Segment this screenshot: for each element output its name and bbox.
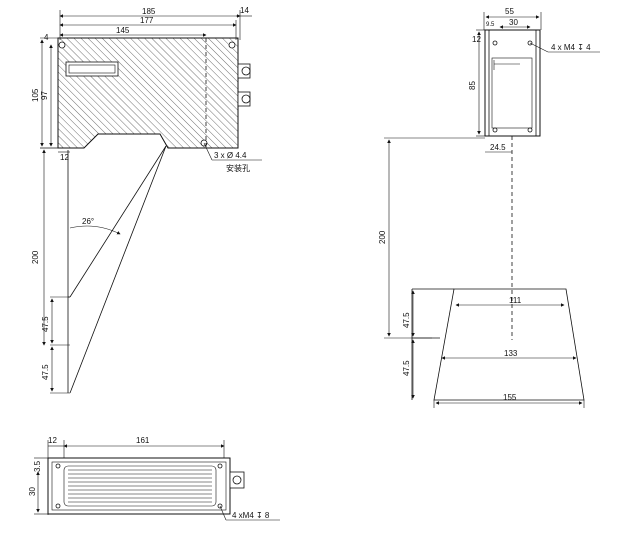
front-dim-w155: 155 <box>503 393 517 402</box>
front-dim-w133: 133 <box>504 349 518 358</box>
bottom-view: 12 161 30 3.5 4 xM <box>28 436 280 521</box>
front-dim-inner: 30 <box>509 18 518 27</box>
front-dim-field-a: 47.5 <box>402 312 411 328</box>
thread-hole-icon <box>492 40 498 46</box>
hole-callout: 3 x Ø 4.4 <box>214 151 247 160</box>
thread-hole-icon <box>492 127 498 133</box>
front-dim-top: 12 <box>472 35 481 44</box>
front-view: 55 30 9.5 12 4 x M4 ↧ 4 85 24.5 200 <box>378 7 600 408</box>
front-dim-small: 9.5 <box>486 22 495 28</box>
front-dim-width: 55 <box>505 7 514 16</box>
front-dim-range: 200 <box>378 230 387 244</box>
thread-hole-icon <box>527 40 533 46</box>
dim-window-width: 145 <box>116 26 130 35</box>
bottom-hole-icon <box>217 503 223 509</box>
detection-field <box>433 288 585 401</box>
mount-hole-icon <box>228 41 236 49</box>
side-view: 185 177 145 14 105 97 4 <box>31 6 262 394</box>
bottom-dim-length: 161 <box>136 436 150 445</box>
front-dim-field-b: 47.5 <box>402 360 411 376</box>
dim-total-width: 185 <box>142 7 156 16</box>
display-window <box>65 61 119 77</box>
dim-field-b: 47.5 <box>41 364 50 380</box>
dim-body-width: 177 <box>140 16 154 25</box>
dim-bottom-offset: 12 <box>60 153 69 162</box>
connector-icon <box>237 91 251 107</box>
connector-icon <box>237 63 251 79</box>
front-dim-w111: 111 <box>509 296 522 305</box>
angle-label: 26° <box>82 217 94 226</box>
bottom-dim-left: 12 <box>48 436 57 445</box>
bottom-dim-small: 3.5 <box>33 460 42 472</box>
bottom-dim-height: 30 <box>28 487 37 496</box>
front-dim-center: 24.5 <box>490 143 506 152</box>
housing-body <box>57 37 239 149</box>
hole-label: 安装孔 <box>226 163 250 173</box>
dim-right-offset: 14 <box>240 6 249 15</box>
bottom-hole-icon <box>55 463 61 469</box>
bottom-thread-callout: 4 xM4 ↧ 8 <box>232 511 270 520</box>
front-housing <box>484 29 541 137</box>
dim-range: 200 <box>31 250 40 264</box>
bottom-hole-icon <box>55 503 61 509</box>
thread-hole-icon <box>527 127 533 133</box>
front-thread-callout: 4 x M4 ↧ 4 <box>551 43 591 52</box>
cooling-fins <box>68 469 212 503</box>
mount-hole-icon <box>58 41 66 49</box>
bottom-connector-icon <box>229 471 245 489</box>
dim-top-offset: 4 <box>44 33 49 42</box>
bottom-hole-icon <box>217 463 223 469</box>
dim-body-height: 97 <box>40 91 49 100</box>
dim-height: 105 <box>31 88 40 102</box>
front-dim-height: 85 <box>468 81 477 90</box>
dim-field-a: 47.5 <box>41 316 50 332</box>
